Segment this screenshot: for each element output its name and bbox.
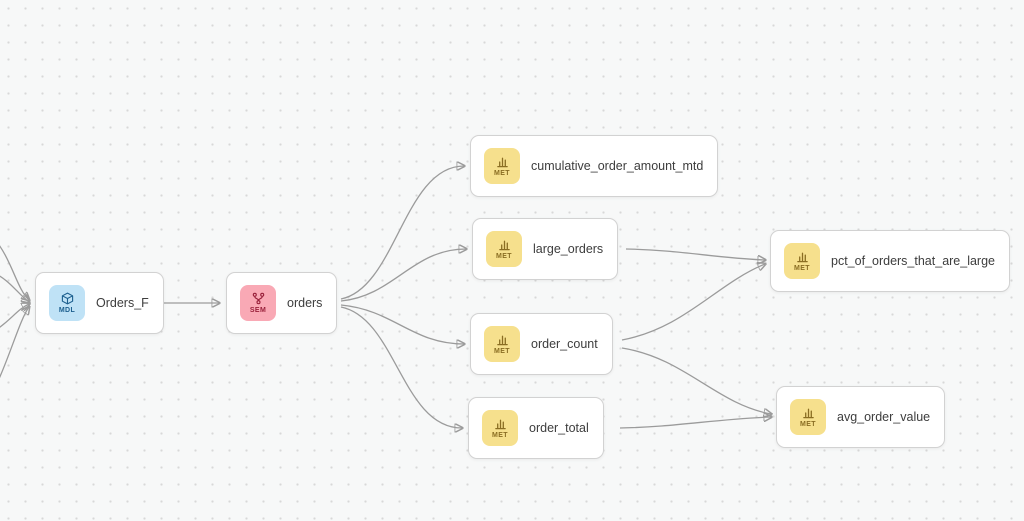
node-pct-of-orders-that-are-large[interactable]: MET pct_of_orders_that_are_large	[770, 230, 1011, 292]
edge-orders-to-order-total	[340, 306, 462, 428]
badge-label: MET	[494, 348, 510, 355]
node-label: large_orders	[533, 242, 604, 256]
badge-label: MET	[494, 170, 510, 177]
bar-chart-icon	[496, 335, 508, 346]
node-label: order_count	[531, 337, 598, 351]
edge-order-count-to-avg-order-value	[621, 347, 771, 414]
edge-offscreen-2-to-orders-f	[0, 275, 29, 302]
metric-badge: MET	[486, 231, 522, 267]
bar-chart-icon	[494, 419, 506, 430]
badge-label: MET	[800, 421, 816, 428]
node-label: avg_order_value	[837, 410, 931, 424]
edge-orders-to-order-count	[340, 304, 464, 344]
node-large-orders[interactable]: MET large_orders	[472, 218, 619, 280]
edge-order-total-to-avg-order-value	[619, 417, 771, 429]
node-label: cumulative_order_amount_mtd	[531, 159, 704, 173]
semantic-model-badge: SEM	[240, 285, 276, 321]
badge-label: MET	[794, 265, 810, 272]
fork-icon	[252, 292, 264, 305]
node-order-total[interactable]: MET order_total	[468, 397, 604, 459]
edge-offscreen-3-to-orders-f	[0, 304, 29, 328]
metric-badge: MET	[482, 410, 518, 446]
edge-order-count-to-pct-of-orders-that-are-large	[621, 264, 765, 341]
node-order-count[interactable]: MET order_count	[470, 313, 613, 375]
badge-label: MET	[492, 432, 508, 439]
bar-chart-icon	[802, 408, 814, 419]
edge-offscreen-4-to-orders-f	[0, 307, 29, 379]
node-label: pct_of_orders_that_are_large	[831, 254, 996, 268]
metric-badge: MET	[790, 399, 826, 435]
node-label: order_total	[529, 421, 589, 435]
node-orders-f[interactable]: MDL Orders_F	[35, 272, 164, 334]
metric-badge: MET	[484, 148, 520, 184]
node-avg-order-value[interactable]: MET avg_order_value	[776, 386, 946, 448]
metric-badge: MET	[784, 243, 820, 279]
badge-label: SEM	[249, 307, 267, 314]
edge-large-orders-to-pct-of-orders-that-are-large	[625, 248, 765, 260]
node-cumulative-order-amount-mtd[interactable]: MET cumulative_order_amount_mtd	[470, 135, 719, 197]
edge-offscreen-1-to-orders-f	[0, 245, 29, 300]
cube-icon	[61, 292, 73, 305]
node-orders[interactable]: SEM orders	[226, 272, 338, 334]
model-badge: MDL	[49, 285, 85, 321]
node-label: orders	[287, 296, 323, 310]
metric-badge: MET	[484, 326, 520, 362]
bar-chart-icon	[498, 240, 510, 251]
bar-chart-icon	[496, 157, 508, 168]
badge-label: MET	[496, 253, 512, 260]
bar-chart-icon	[796, 252, 808, 263]
badge-label: MDL	[58, 307, 76, 314]
edge-orders-to-large-orders	[340, 249, 466, 302]
edge-orders-to-cumulative-order-amount-mtd	[340, 166, 464, 300]
node-label: Orders_F	[96, 296, 149, 310]
